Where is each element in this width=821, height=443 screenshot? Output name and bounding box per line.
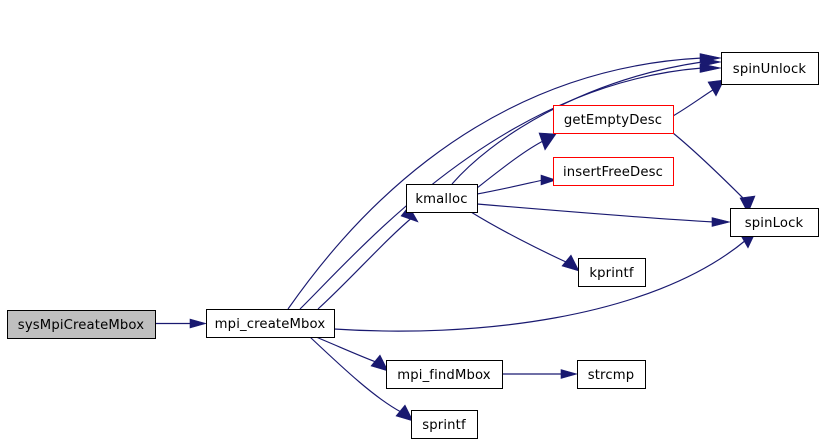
node-box[interactable] xyxy=(553,105,674,134)
node-label: mpi_createMbox xyxy=(215,317,326,332)
edge-line xyxy=(476,203,715,223)
node-mpi_findMbox[interactable]: mpi_findMbox xyxy=(386,360,503,389)
call-edge-mpi_createMbox-to-spinUnlock xyxy=(299,63,722,310)
call-edge-mpi_createMbox-to-sprintf xyxy=(309,336,414,422)
node-label: kprintf xyxy=(589,266,634,281)
arrowhead-icon xyxy=(561,254,580,272)
call-edge-kmalloc-to-kprintf xyxy=(470,211,580,272)
arrowhead-icon xyxy=(395,404,414,422)
edge-line xyxy=(672,132,749,204)
call-edge-mpi_createMbox-to-mpi_findMbox xyxy=(315,336,389,372)
node-kmalloc[interactable]: kmalloc xyxy=(406,184,478,213)
call-edge-kmalloc-to-insertFreeDesc xyxy=(476,174,557,195)
node-label: strcmp xyxy=(588,368,635,383)
edge-line xyxy=(476,139,546,189)
node-getEmptyDesc[interactable]: getEmptyDesc xyxy=(553,105,674,134)
arrowhead-icon xyxy=(560,369,579,379)
edge-line xyxy=(451,61,703,185)
call-edge-getEmptyDesc-to-spinUnlock xyxy=(672,79,725,117)
node-box[interactable] xyxy=(577,360,646,389)
edge-line xyxy=(672,87,717,117)
call-edge-getEmptyDesc-to-spinLock xyxy=(672,132,756,214)
arrowhead-icon xyxy=(538,132,557,151)
node-box[interactable] xyxy=(553,157,674,186)
arrowhead-icon xyxy=(370,354,389,372)
edge-line xyxy=(287,57,703,310)
node-box[interactable] xyxy=(406,184,478,213)
edge-line xyxy=(299,67,703,310)
node-label: spinLock xyxy=(745,216,804,231)
call-edge-kmalloc-to-spinLock xyxy=(476,203,731,227)
node-box[interactable] xyxy=(7,310,156,339)
node-label: getEmptyDesc xyxy=(564,113,662,128)
node-box[interactable] xyxy=(411,410,478,439)
call-edge-mpi_createMbox-to-spinLock xyxy=(333,230,757,332)
node-box[interactable] xyxy=(206,309,335,338)
node-label: mpi_findMbox xyxy=(397,368,491,383)
call-edge-kmalloc-to-spinUnlock xyxy=(451,57,722,185)
node-box[interactable] xyxy=(730,208,819,237)
node-label: insertFreeDesc xyxy=(563,165,663,180)
node-label: spinUnlock xyxy=(733,62,807,77)
node-kprintf[interactable]: kprintf xyxy=(578,258,646,287)
node-mpi_createMbox[interactable]: mpi_createMbox xyxy=(206,309,335,338)
arrowhead-icon xyxy=(540,174,557,186)
node-sysMpiCreateMbox[interactable]: sysMpiCreateMbox xyxy=(7,310,156,339)
arrowhead-icon xyxy=(739,195,756,214)
edge-line xyxy=(309,336,402,413)
node-label: sysMpiCreateMbox xyxy=(18,318,144,333)
node-sprintf[interactable]: sprintf xyxy=(411,410,478,439)
edge-line xyxy=(315,336,377,363)
node-spinUnlock[interactable]: spinUnlock xyxy=(721,52,819,85)
edge-line xyxy=(470,211,567,263)
node-box[interactable] xyxy=(721,52,819,85)
arrowhead-icon xyxy=(400,205,419,223)
node-spinLock[interactable]: spinLock xyxy=(730,208,819,237)
edge-line xyxy=(333,239,747,332)
node-layer: sysMpiCreateMbox mpi_createMbox kmalloc get… xyxy=(7,52,819,439)
node-box[interactable] xyxy=(386,360,503,389)
call-edge-sysMpiCreateMbox-to-mpi_createMbox xyxy=(155,318,208,329)
node-strcmp[interactable]: strcmp xyxy=(577,360,646,389)
node-box[interactable] xyxy=(578,258,646,287)
node-label: kmalloc xyxy=(415,192,467,207)
call-edge-kmalloc-to-getEmptyDesc xyxy=(476,132,557,189)
arrowhead-icon xyxy=(700,57,722,67)
edge-line xyxy=(476,179,544,195)
node-insertFreeDesc[interactable]: insertFreeDesc xyxy=(553,157,674,186)
arrowhead-icon xyxy=(711,217,731,227)
arrowhead-icon xyxy=(707,79,725,97)
call-edge-mpi_findMbox-to-strcmp xyxy=(502,369,579,379)
edge-line xyxy=(317,215,415,310)
node-label: sprintf xyxy=(422,418,466,433)
arrowhead-icon xyxy=(189,318,208,329)
call-edge-mpi_createMbox-to-kmalloc xyxy=(317,205,419,310)
